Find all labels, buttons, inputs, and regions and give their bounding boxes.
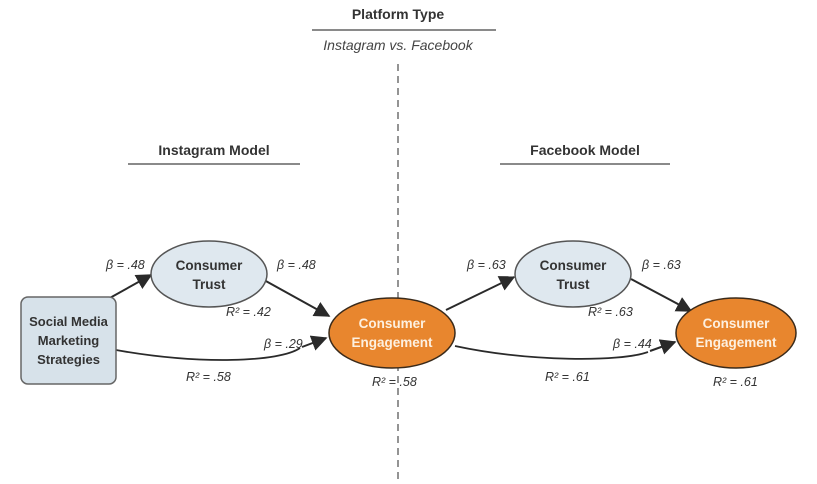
beta-trust-engagement-instagram: β = .48 [277,258,316,272]
consumer-trust-facebook-label: Consumer Trust [539,258,607,292]
path-smm-to-engagement-instagram-arrow [301,335,328,351]
path-smm-to-engagement-instagram [115,347,301,361]
node-consumer-engagement-facebook [675,297,797,369]
consumer-trust-instagram-label: Consumer Trust [175,258,243,292]
facebook-model-title: Facebook Model [530,142,640,158]
node-social-media-marketing [20,296,117,385]
facebook-model-rule [500,163,670,165]
path-trust-to-engagement-instagram [263,279,331,317]
r2-path-instagram: R² = .58 [186,370,231,384]
path-smm-to-trust-facebook [445,276,516,311]
path-smm-to-trust-instagram [107,274,153,300]
node-consumer-trust-facebook [514,240,632,308]
r2-engagement-facebook: R² = .61 [713,375,758,389]
consumer-engagement-instagram-label: Consumer Engagement [351,316,433,350]
instagram-model-rule [128,163,300,165]
r2-engagement-instagram: R² = .58 [372,375,417,389]
platform-type-title: Platform Type [351,6,445,22]
path-smm-to-engagement-facebook [454,345,649,360]
social-media-marketing-label: Social Media Marketing Strategies [29,314,108,367]
beta-smm-trust-facebook: β = .63 [467,258,506,272]
beta-trust-engagement-facebook: β = .63 [642,258,681,272]
node-consumer-trust-instagram [150,240,268,308]
instagram-model-title: Instagram Model [158,142,270,158]
r2-trust-facebook: R² = .63 [588,305,633,319]
beta-smm-engagement-instagram: β = .29 [264,337,303,351]
path-trust-to-engagement-facebook [630,278,693,312]
path-smm-to-engagement-facebook-arrow [649,339,677,355]
r2-path-facebook: R² = .61 [545,370,590,384]
node-consumer-engagement-instagram [328,297,456,369]
platform-type-subtitle: Instagram vs. Facebook [323,37,473,53]
consumer-engagement-facebook-label: Consumer Engagement [695,316,777,350]
r2-trust-instagram: R² = .42 [226,305,271,319]
beta-smm-trust-instagram: β = .48 [106,258,145,272]
beta-smm-engagement-facebook: β = .44 [613,337,652,351]
header-rule [312,29,496,31]
